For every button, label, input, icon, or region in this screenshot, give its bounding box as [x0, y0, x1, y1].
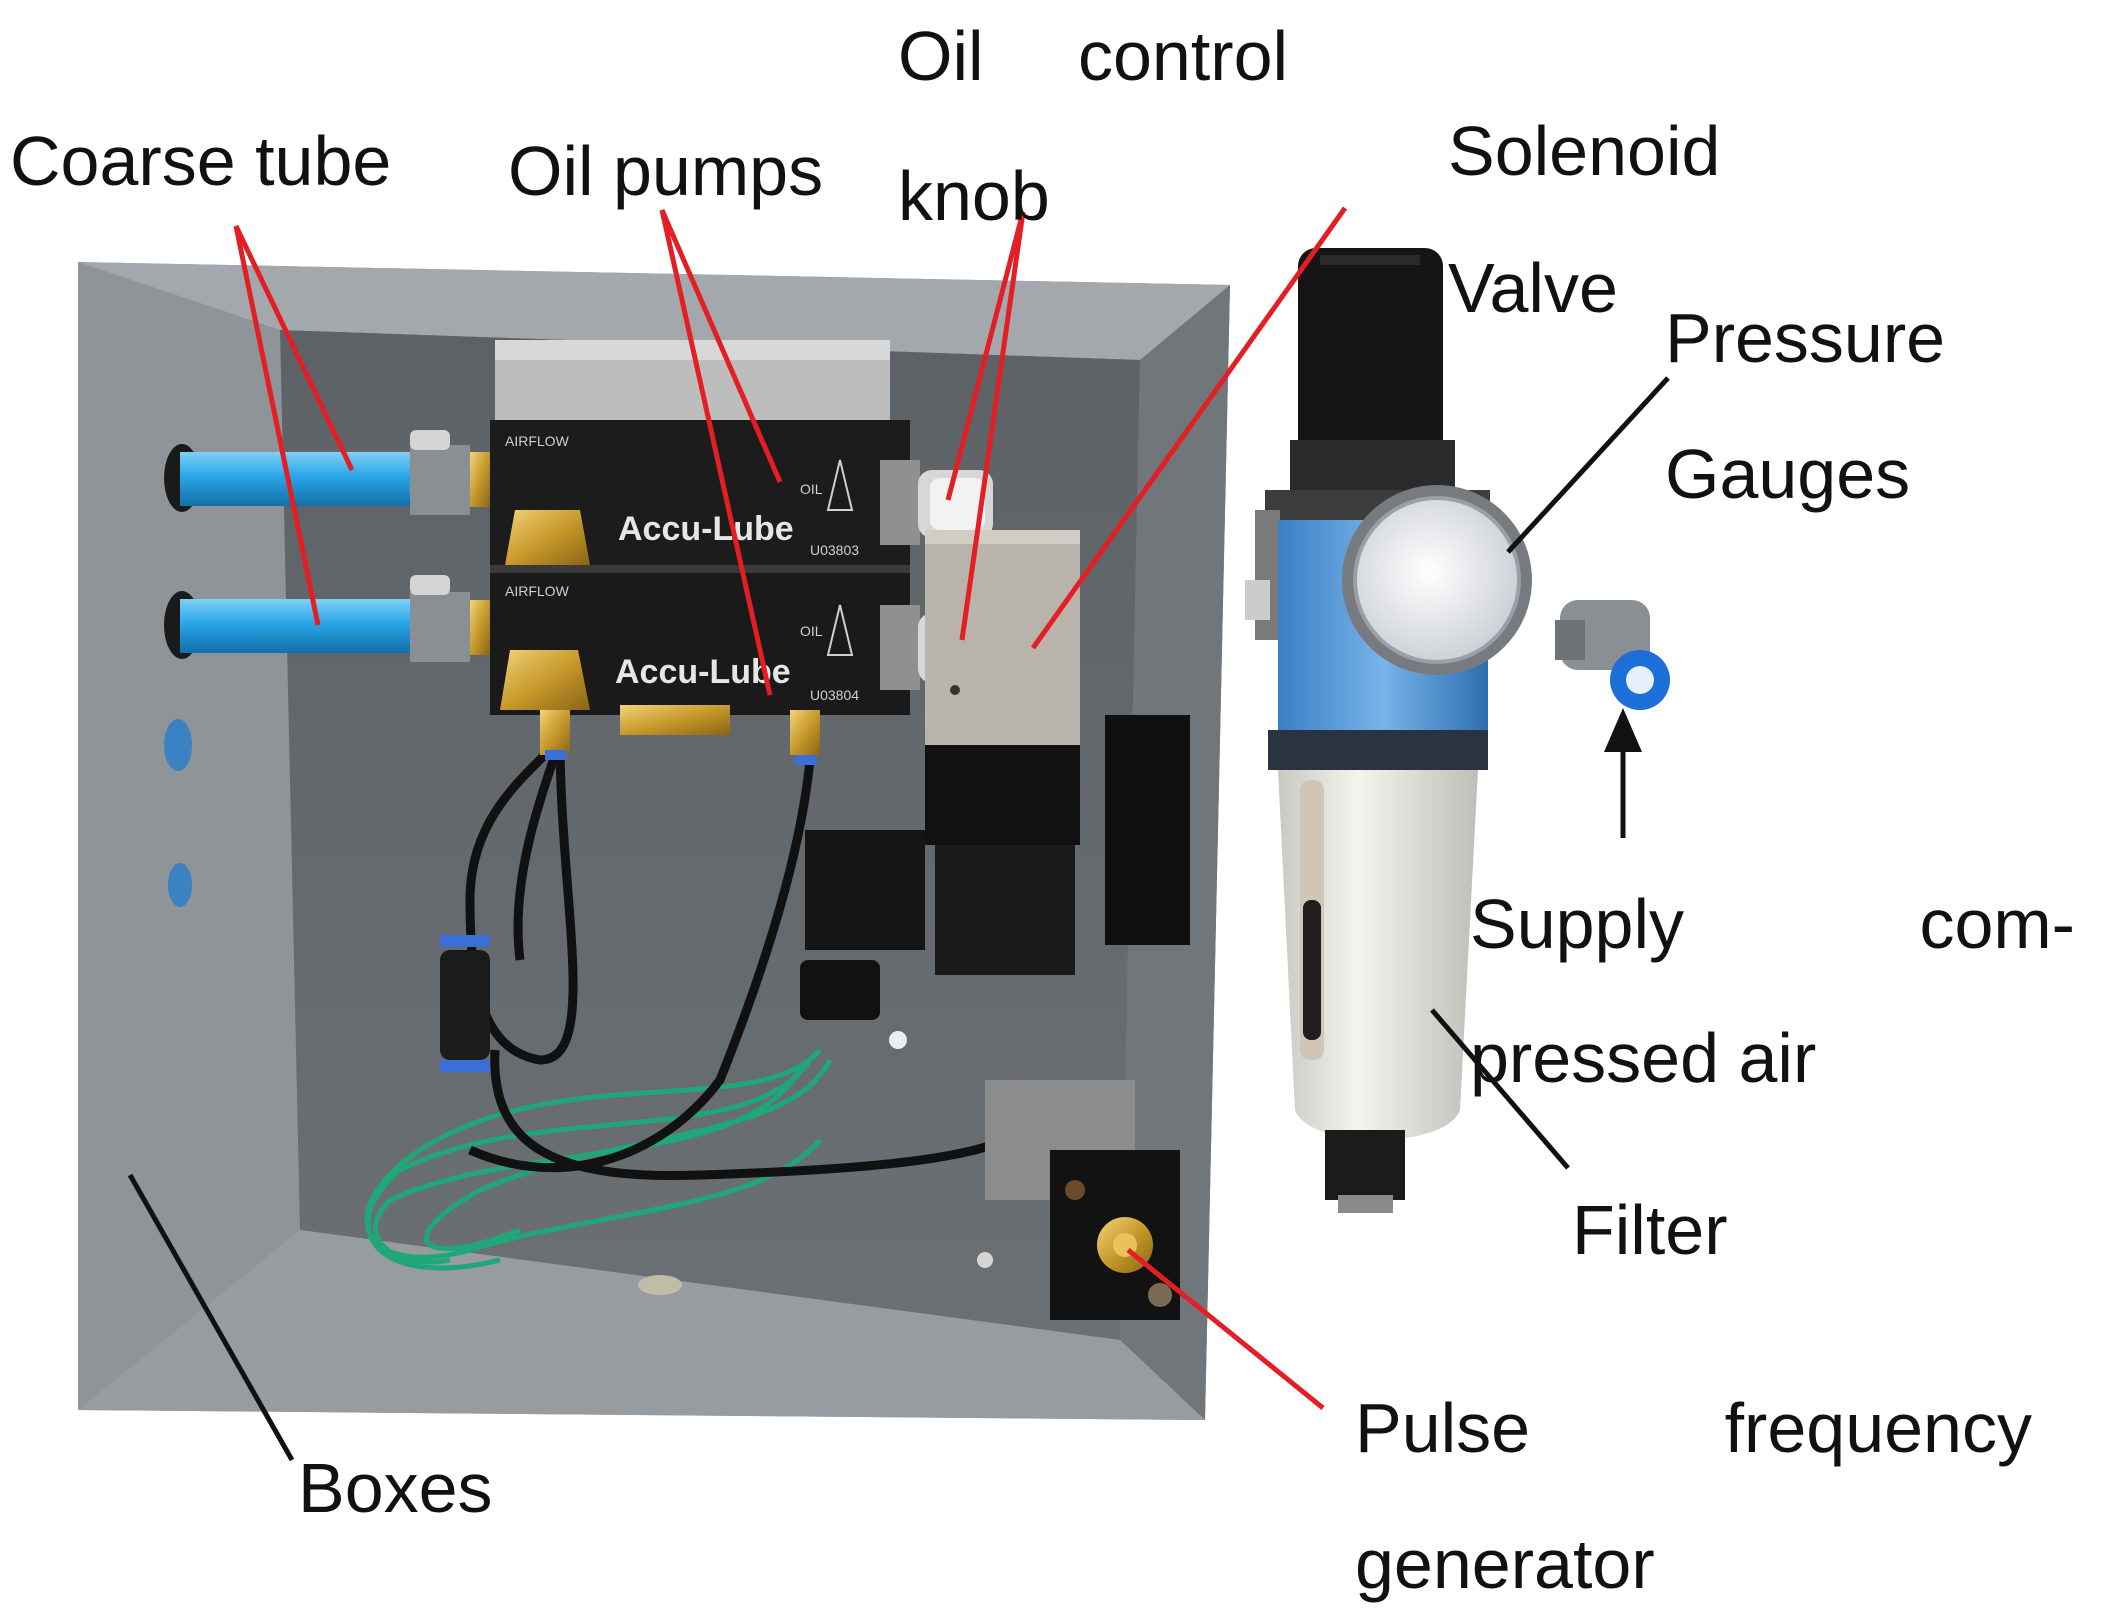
label-solenoid-2: Valve: [1448, 249, 1618, 327]
leader-coarse-tube-2: [233, 225, 321, 626]
coarse-tube-top: [164, 430, 490, 515]
label-pulse-3: generator: [1355, 1525, 1655, 1603]
label-oil-pumps: Oil pumps: [508, 132, 823, 210]
airflow-text-top: AIRFLOW: [505, 433, 570, 449]
label-pressure-1: Pressure: [1665, 299, 1945, 377]
oil-marker-top: OIL: [800, 481, 823, 497]
side-plate: [1105, 715, 1190, 945]
oil-pump-assembly: AIRFLOW AIRFLOW Accu-Lube Accu-Lube OIL …: [490, 340, 910, 765]
pump-code-top: U03803: [810, 542, 859, 558]
black-tubes: [465, 736, 1007, 1181]
label-pulse-1: Pulse: [1355, 1389, 1530, 1467]
label-oil-control-3: knob: [898, 157, 1050, 235]
airflow-text-bottom: AIRFLOW: [505, 583, 570, 599]
filter-regulator: [1245, 248, 1490, 1213]
label-filter: Filter: [1572, 1191, 1728, 1269]
leader-oil-knob-1: [945, 211, 1026, 501]
leader-filter: [1430, 1008, 1570, 1170]
leader-oil-pumps-1: [659, 209, 783, 483]
label-oil-control-1: Oil: [898, 17, 984, 95]
solenoid-valve: [800, 530, 1080, 1020]
label-supply-1: Supply: [1470, 885, 1684, 963]
coarse-tube-bottom: [164, 575, 490, 662]
label-supply-2: com-: [1919, 885, 2075, 963]
label-boxes: Boxes: [298, 1449, 493, 1527]
leader-oil-knob-2: [959, 211, 1026, 641]
leader-oil-pumps-2: [659, 209, 773, 696]
label-solenoid-1: Solenoid: [1448, 112, 1720, 190]
arrow-head-supply: [1604, 708, 1642, 752]
oil-control-knob-top: [880, 460, 993, 545]
air-inlet-fitting: [1555, 600, 1670, 710]
leader-boxes: [127, 1173, 295, 1462]
leader-pulse-generator: [1126, 1248, 1325, 1410]
label-coarse-tube: Coarse tube: [10, 122, 391, 200]
brand-text-top: Accu-Lube: [618, 510, 794, 548]
oil-marker-bottom: OIL: [800, 623, 823, 639]
black-leader-lines: [127, 376, 1670, 1462]
label-pulse-2: frequency: [1725, 1389, 2032, 1467]
tube-connector: [440, 950, 490, 1060]
red-leader-lines: [233, 206, 1348, 1410]
leader-solenoid: [1030, 206, 1348, 650]
green-wires: [364, 1048, 833, 1271]
pressure-gauge: [1342, 485, 1532, 675]
leader-coarse-tube-1: [233, 224, 355, 472]
pump-code-bottom: U03804: [810, 687, 859, 703]
label-oil-control-2: control: [1078, 17, 1288, 95]
pulse-frequency-generator: [977, 1080, 1180, 1320]
label-supply-3: pressed air: [1470, 1019, 1816, 1097]
leader-pressure-gauges: [1506, 376, 1670, 554]
label-pressure-2: Gauges: [1665, 435, 1910, 513]
